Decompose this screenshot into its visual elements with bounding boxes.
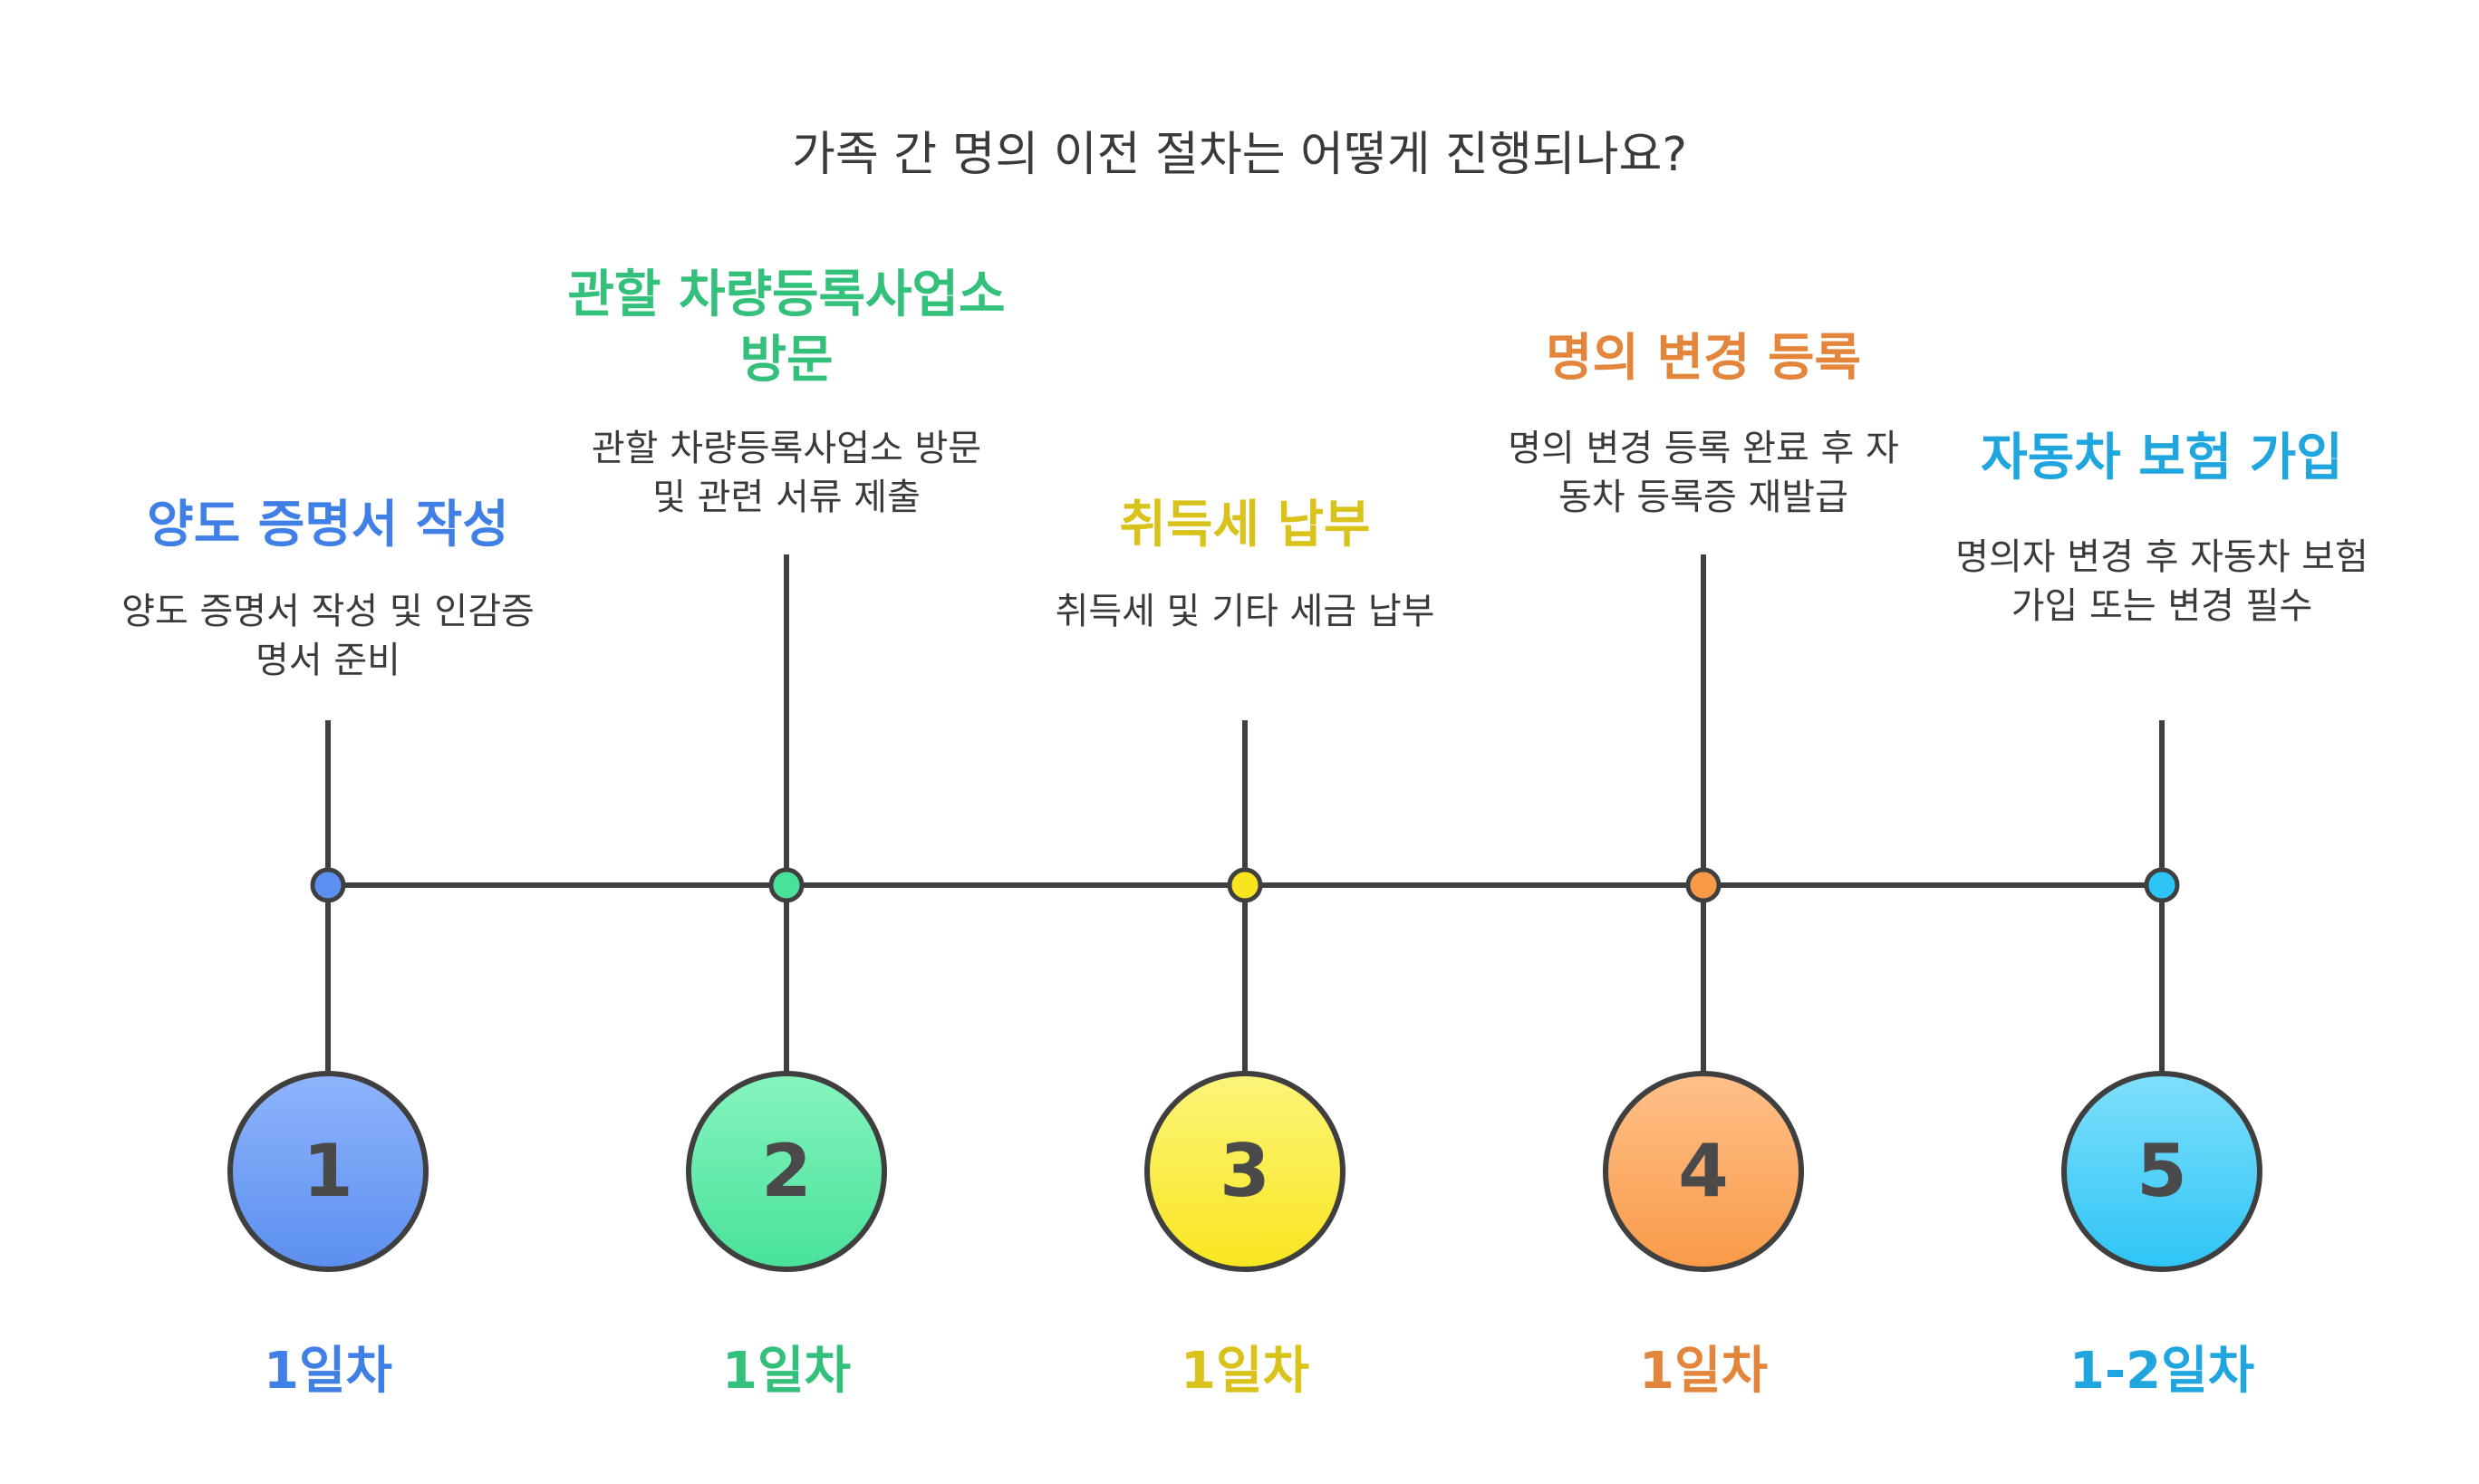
step-4-title: 명의 변경 등록: [1545, 329, 1862, 388]
step-4-number: 4: [1678, 1129, 1729, 1213]
step-1-duration: 1일차: [263, 1342, 392, 1401]
step-2-circle: [686, 1071, 887, 1272]
step-3-number: 3: [1220, 1129, 1270, 1213]
step-5-title: 자동차 보험 가입: [1981, 429, 2343, 487]
step-1-title: 양도 증명서 작성: [147, 496, 509, 554]
step-1-number: 1: [303, 1129, 353, 1213]
step-2-description: 관할 차량등록사업소 방문 및 관련 서류 제출: [591, 428, 982, 518]
step-1-description: 양도 증명서 작성 및 인감증명서 준비: [121, 591, 535, 681]
step-2-number: 2: [761, 1129, 812, 1213]
step-5-description: 명의자 변경 후 자동차 보험 가입 또는 변경 필수: [1955, 536, 2368, 627]
step-4-duration: 1일차: [1638, 1342, 1768, 1401]
step-2-duration: 1일차: [721, 1342, 851, 1401]
step-5-duration: 1-2일차: [2069, 1342, 2255, 1401]
timeline-steps: [227, 554, 2262, 1272]
step-3-description: 취득세 및 기타 세금 납부: [1055, 591, 1435, 632]
step-3-duration: 1일차: [1180, 1342, 1309, 1401]
step-5-node: [2144, 867, 2180, 903]
step-1-circle: [227, 1071, 429, 1272]
step-3-circle: [1144, 1071, 1346, 1272]
step-2-title: 관할 차량등록사업소 방문: [567, 265, 1006, 390]
step-3-title: 취득세 납부: [1119, 496, 1371, 554]
step-2-node: [768, 867, 805, 903]
step-4-description: 명의 변경 등록 완료 후 자동차 등록증 재발급: [1508, 428, 1899, 518]
step-4-node: [1685, 867, 1722, 903]
step-5-circle: [2061, 1071, 2262, 1272]
step-3-node: [1227, 867, 1263, 903]
step-4-circle: [1603, 1071, 1804, 1272]
step-5-number: 5: [2137, 1129, 2187, 1213]
step-1-node: [310, 867, 346, 903]
page-title: 가족 간 명의 이전 절차는 어떻게 진행되나요?: [792, 128, 1687, 182]
